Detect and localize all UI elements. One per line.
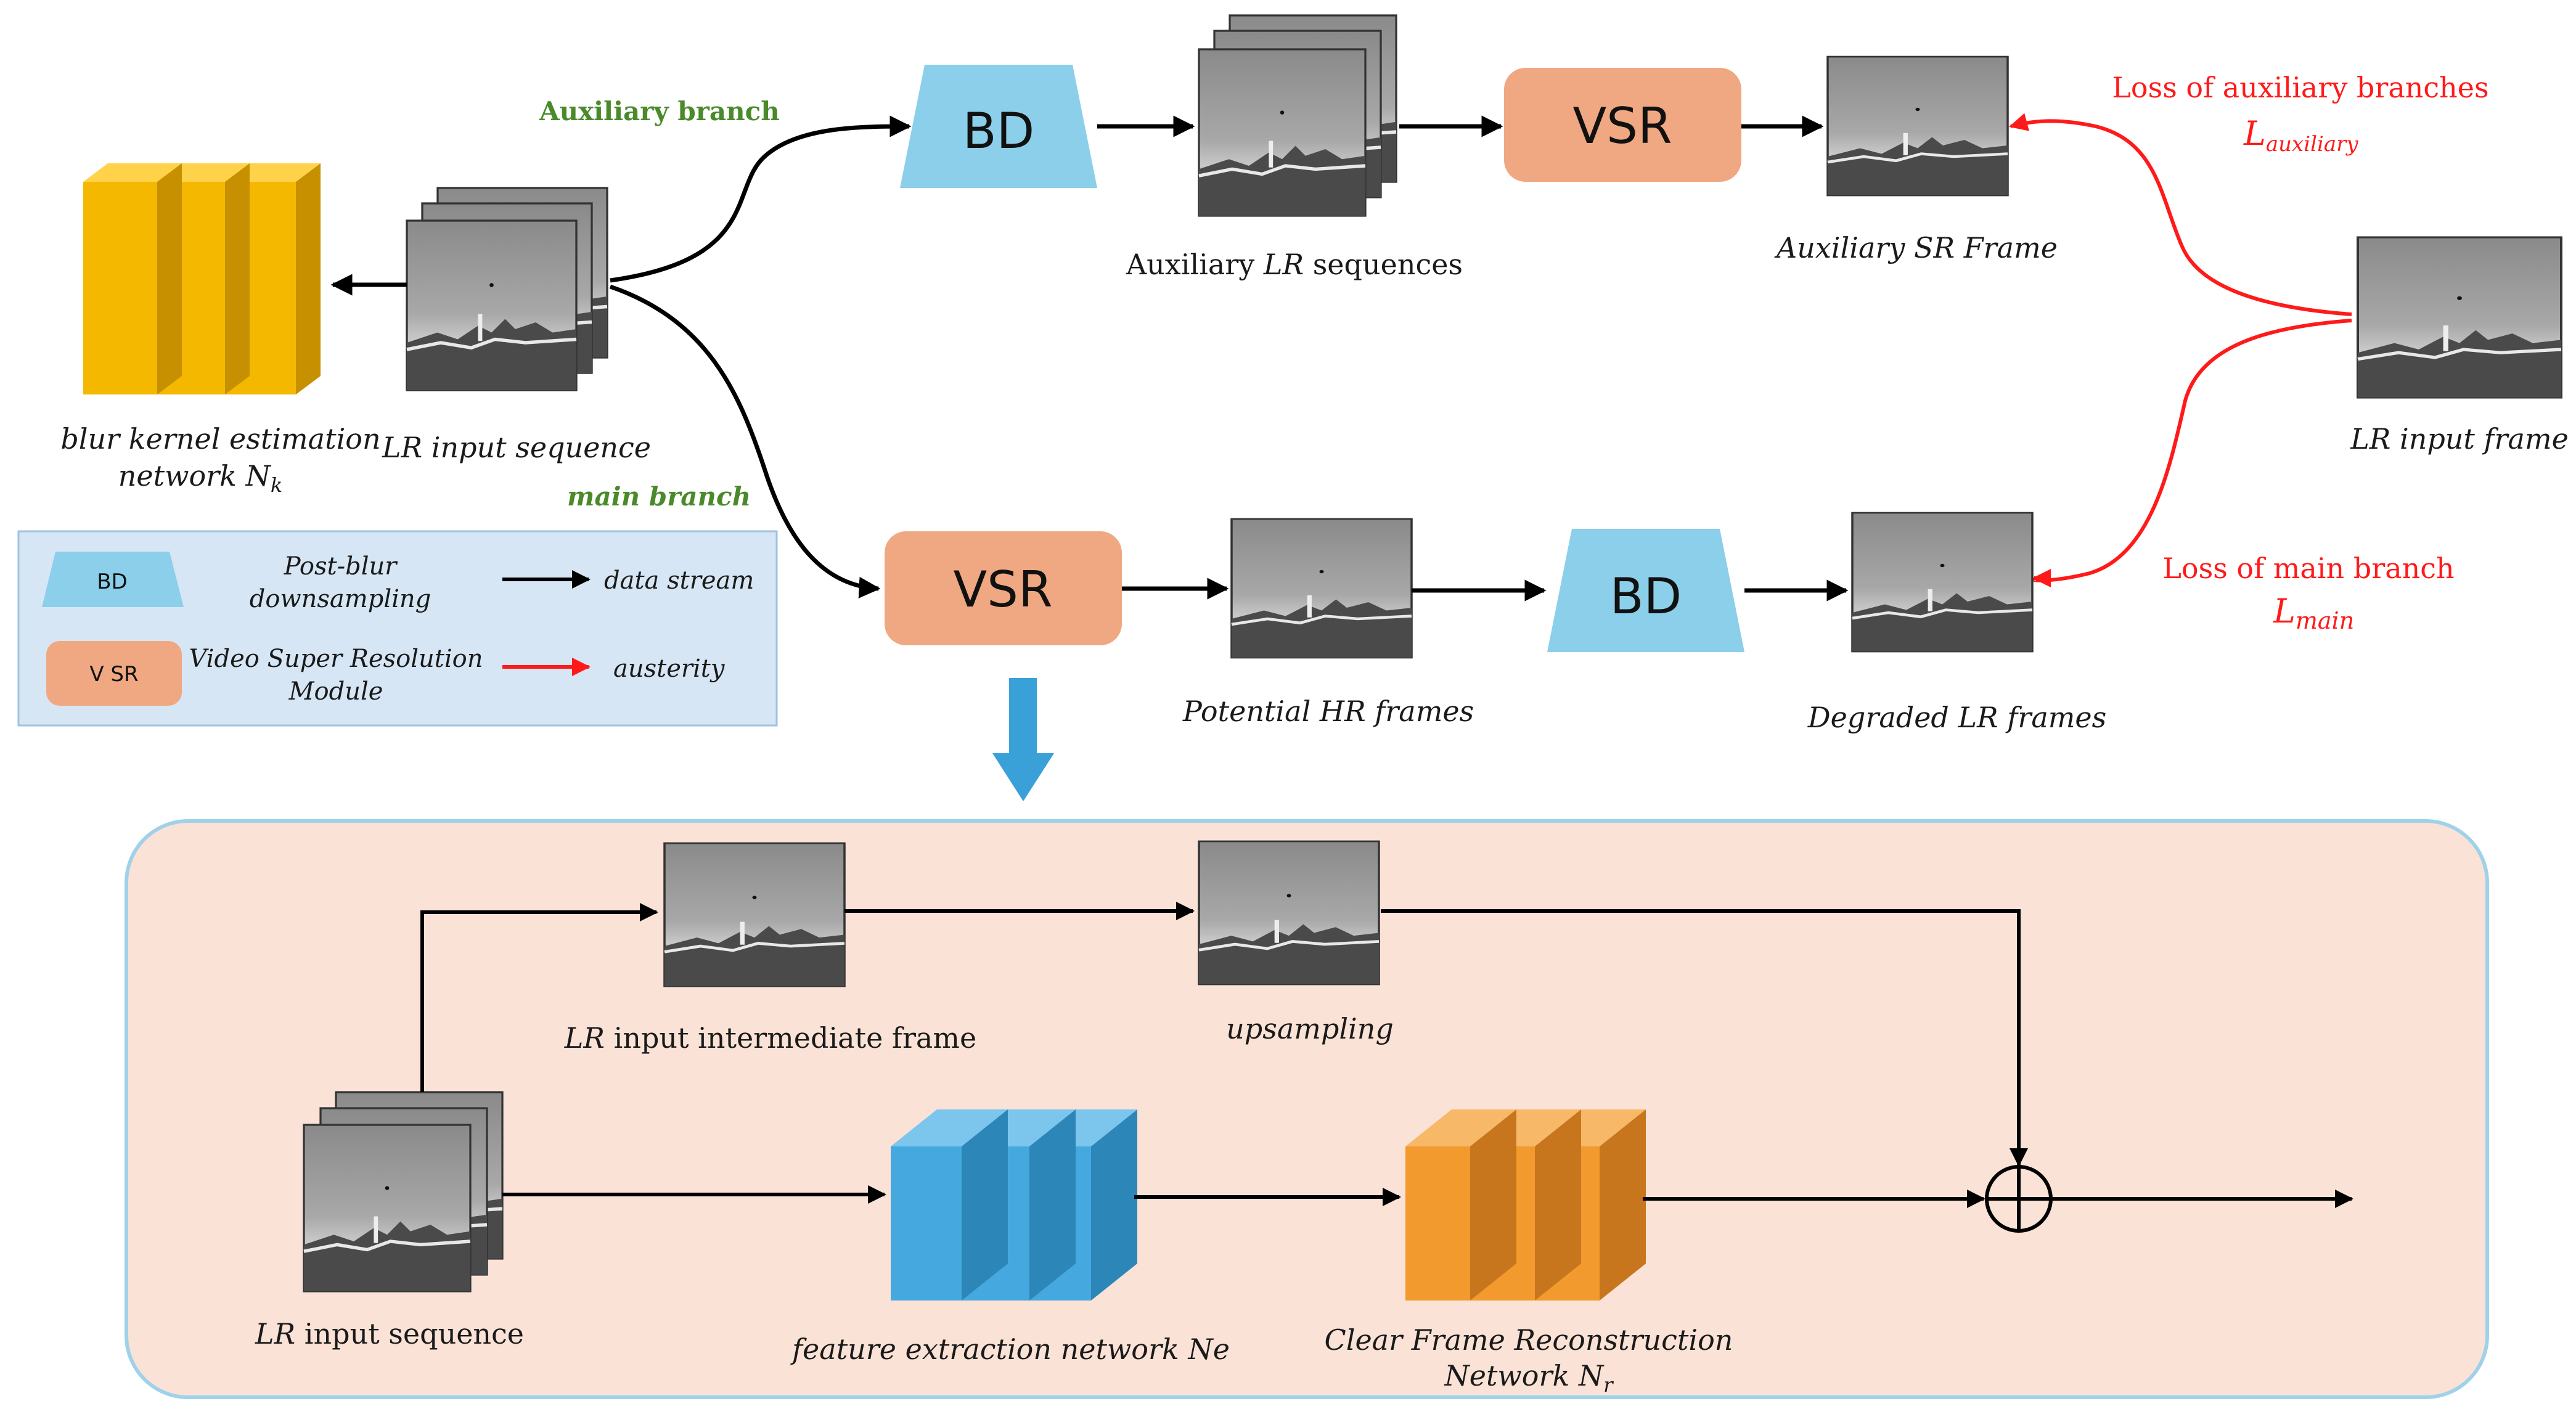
auxiliary-sr-frame-label: Auxiliary SR Frame bbox=[1774, 231, 2058, 264]
legend-data-stream-label: data stream bbox=[604, 566, 754, 595]
auxiliary-lr-sequences-stack bbox=[1199, 15, 1396, 216]
legend-bd-desc-line1: Post-blur bbox=[284, 552, 399, 581]
svg-text:BD: BD bbox=[963, 102, 1034, 160]
loss-main-arrow bbox=[2032, 319, 2352, 582]
loss-auxiliary-arrow bbox=[2009, 113, 2352, 316]
degraded-lr-frames-image bbox=[1852, 513, 2032, 651]
bd-box-auxiliary: BD bbox=[900, 65, 1097, 188]
blur-kernel-network-blocks bbox=[83, 163, 321, 394]
detail-lr-sequence-label: LR input sequence bbox=[255, 1317, 524, 1350]
legend-bd-shape bbox=[42, 552, 184, 607]
auxiliary-branch-label: Auxiliary branch bbox=[539, 96, 780, 126]
svg-text:VSR: VSR bbox=[953, 561, 1052, 618]
loss-auxiliary-title: Loss of auxiliary branches bbox=[2112, 71, 2488, 104]
auxiliary-sr-frame-image bbox=[1828, 57, 2008, 195]
arrow-sequence-to-intermediate bbox=[420, 903, 658, 1092]
detail-lr-intermediate-frame-image bbox=[664, 843, 844, 986]
auxiliary-lr-sequences-label: Auxiliary LR sequences bbox=[1126, 248, 1463, 281]
legend-vsr-desc-line1: Video Super Resolution bbox=[189, 645, 483, 673]
potential-hr-frames-image bbox=[1232, 519, 1412, 658]
detail-upsampling-label: upsampling bbox=[1226, 1012, 1394, 1045]
legend-austerity-label: austerity bbox=[613, 655, 726, 683]
down-arrow-to-detail bbox=[992, 678, 1054, 801]
svg-text:VSR: VSR bbox=[1572, 97, 1672, 155]
legend-bd-box-label: BD bbox=[97, 570, 128, 594]
svg-text:BD: BD bbox=[1610, 568, 1682, 625]
legend-vsr-shape bbox=[46, 641, 182, 706]
detail-lr-intermediate-label: LR input intermediate frame bbox=[564, 1021, 976, 1055]
arrow-main-branch bbox=[609, 284, 881, 598]
lr-input-sequence-stack bbox=[407, 188, 607, 390]
detail-lr-input-sequence-stack bbox=[304, 1092, 502, 1291]
legend-vsr-box-label: V SR bbox=[89, 662, 138, 687]
blur-kernel-label-line1: blur kernel estimation bbox=[60, 422, 380, 455]
detail-clear-frame-label-line1: Clear Frame Reconstruction bbox=[1325, 1323, 1733, 1357]
vsr-detail-panel: LR input intermediate frame upsampling L… bbox=[125, 819, 2489, 1399]
legend-vsr-desc-line2: Module bbox=[288, 677, 383, 706]
detail-clear-frame-label-line2: Network Nr bbox=[1444, 1359, 1614, 1397]
sum-operator-icon bbox=[1985, 1165, 2053, 1233]
feature-extraction-blocks bbox=[891, 1109, 1137, 1301]
lr-input-frame-label: LR input frame bbox=[2350, 422, 2569, 455]
arrow-auxiliary-branch bbox=[610, 115, 912, 283]
reconstruction-blocks bbox=[1405, 1109, 1646, 1301]
main-branch-label: main branch bbox=[567, 481, 751, 512]
potential-hr-frames-label: Potential HR frames bbox=[1182, 695, 1474, 728]
legend-bd-desc-line2: downsampling bbox=[250, 585, 431, 613]
loss-main-symbol: Lmain bbox=[2273, 592, 2354, 634]
detail-feature-extraction-label: feature extraction network Ne bbox=[790, 1333, 1230, 1366]
legend: BD Post-blur downsampling V SR Video Sup… bbox=[17, 530, 778, 727]
detail-upsampling-frame-image bbox=[1199, 841, 1379, 984]
bd-box-main: BD bbox=[1547, 529, 1744, 652]
vsr-box-auxiliary: VSR bbox=[1504, 68, 1741, 182]
arrow-upsampling-to-sum bbox=[1381, 909, 2028, 1167]
degraded-lr-frames-label: Degraded LR frames bbox=[1807, 701, 2106, 734]
loss-auxiliary-symbol: Lauxiliary bbox=[2243, 114, 2358, 157]
blur-kernel-label-line2: network Nk bbox=[118, 459, 283, 497]
lr-input-sequence-label: LR input sequence bbox=[382, 431, 651, 464]
lr-input-frame-image bbox=[2358, 237, 2561, 398]
loss-main-title: Loss of main branch bbox=[2162, 552, 2454, 585]
vsr-box-main: VSR bbox=[885, 531, 1122, 645]
